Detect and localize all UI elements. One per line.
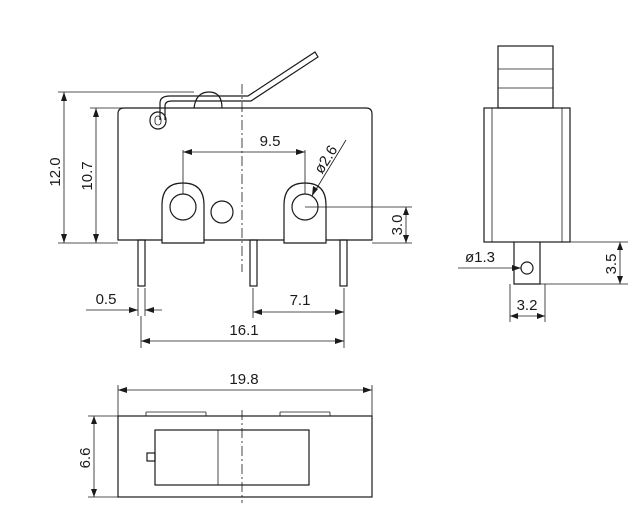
dim-19-8: 19.8 bbox=[117, 371, 373, 416]
dim-16-1-label: 16.1 bbox=[229, 322, 258, 339]
side-pin-hole bbox=[520, 261, 534, 275]
dim-3-0-label: 3.0 bbox=[389, 215, 406, 236]
front-view: 12.0 10.7 9.5 ø2.6 bbox=[47, 51, 412, 348]
dim-12-0-label: 12.0 bbox=[47, 157, 64, 186]
dim-9-5-label: 9.5 bbox=[260, 133, 281, 150]
dim-3-2: 3.2 bbox=[509, 284, 546, 322]
dim-6-6: 6.6 bbox=[77, 415, 118, 498]
dim-3-5: 3.5 bbox=[540, 241, 628, 285]
dim-3-5-label: 3.5 bbox=[603, 254, 620, 275]
left-mounting-hole bbox=[169, 193, 197, 221]
pin-right bbox=[339, 239, 348, 287]
dim-7-1: 7.1 bbox=[252, 288, 345, 318]
dim-0-5: 0.5 bbox=[86, 288, 162, 316]
side-body bbox=[483, 107, 571, 243]
dim-side-hole-label: ø1.3 bbox=[465, 249, 495, 266]
side-view: ø1.3 3.5 3.2 bbox=[458, 45, 628, 322]
bottom-body bbox=[117, 415, 373, 498]
dim-3-2-label: 3.2 bbox=[517, 297, 538, 314]
dim-7-1-label: 7.1 bbox=[290, 292, 311, 309]
bottom-view: 19.8 6.6 bbox=[77, 371, 373, 503]
side-pin bbox=[513, 242, 541, 285]
pin-middle bbox=[249, 239, 258, 287]
pin-left bbox=[137, 239, 146, 287]
dim-19-8-label: 19.8 bbox=[229, 371, 258, 388]
small-locating-hole bbox=[210, 200, 234, 224]
dim-0-5-label: 0.5 bbox=[96, 291, 117, 308]
lever-rivet-slot bbox=[154, 115, 162, 126]
bottom-tab bbox=[146, 452, 156, 462]
dim-10-7-label: 10.7 bbox=[79, 161, 96, 190]
actuator-pivot bbox=[193, 91, 223, 109]
dim-16-1: 16.1 bbox=[140, 316, 345, 348]
dim-6-6-label: 6.6 bbox=[77, 448, 94, 469]
bottom-actuator bbox=[154, 429, 310, 486]
dim-side-hole: ø1.3 bbox=[458, 249, 521, 271]
side-plunger bbox=[497, 45, 554, 109]
dim-10-7: 10.7 bbox=[79, 107, 124, 243]
dim-3-0: 3.0 bbox=[305, 206, 412, 244]
dim-9-5: 9.5 bbox=[182, 133, 306, 194]
dim-12-0: 12.0 bbox=[47, 91, 194, 244]
dim-hole-diameter-label: ø2.6 bbox=[311, 142, 341, 176]
actuator-lever bbox=[159, 51, 319, 120]
lever-rivet bbox=[149, 111, 167, 130]
dim-hole-diameter: ø2.6 bbox=[311, 139, 347, 197]
